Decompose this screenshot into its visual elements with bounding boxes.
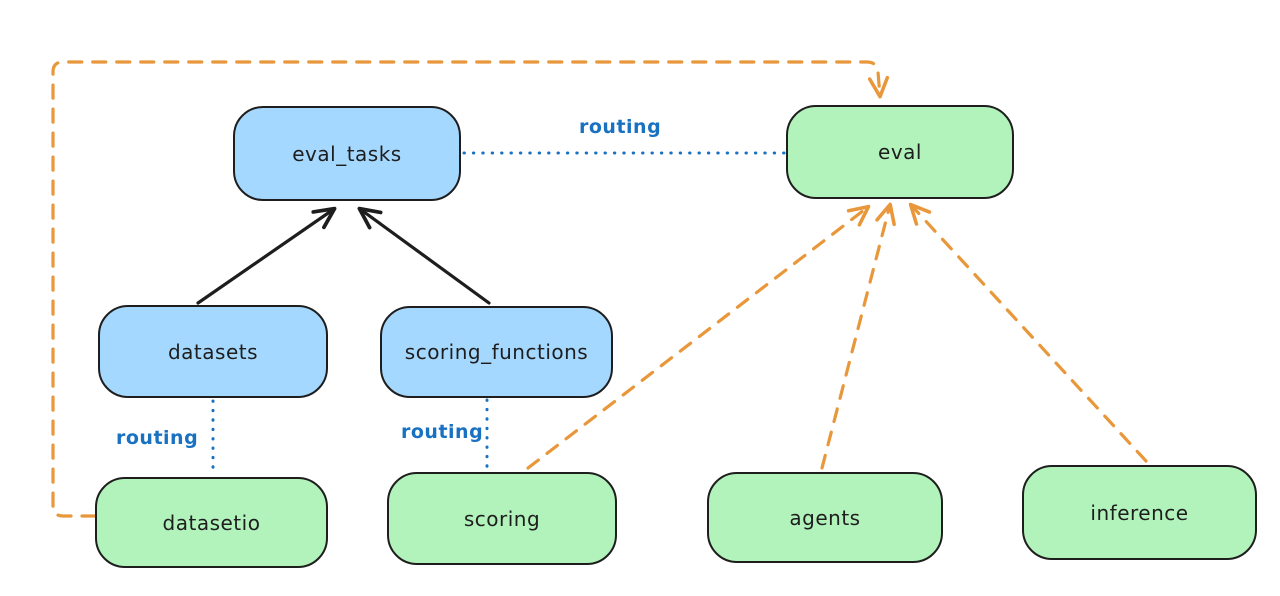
node-agents: agents	[707, 472, 943, 563]
edge-inference-to-eval-dashed-arrow	[908, 202, 1148, 463]
node-inference: inference	[1022, 465, 1257, 560]
node-agents-label: agents	[789, 505, 861, 530]
edge-scoring-to-eval-dashed-arrow	[526, 204, 871, 470]
routing-label-eval-tasks-eval: routing	[579, 116, 662, 138]
node-eval-label: eval	[878, 140, 922, 164]
node-datasetio-label: datasetio	[162, 510, 261, 535]
node-scoring-label: scoring	[463, 506, 541, 531]
node-inference-label: inference	[1090, 500, 1189, 525]
edge-datasets-to-eval-tasks-arrow	[196, 206, 337, 305]
node-datasets-label: datasets	[167, 339, 259, 364]
node-eval-tasks: eval_tasks	[233, 106, 461, 201]
node-datasets: datasets	[98, 305, 328, 398]
node-eval: eval	[786, 105, 1014, 199]
routing-label-datasets-datasetio: routing	[116, 427, 199, 449]
node-scoring-functions-label: scoring_functions	[404, 340, 589, 364]
edge-agents-to-eval-dashed-arrow	[820, 202, 896, 470]
node-eval-tasks-label: eval_tasks	[292, 141, 402, 166]
node-scoring: scoring	[387, 472, 617, 565]
routing-label-scoring-functions-scoring: routing	[401, 421, 484, 443]
edge-datasetio-to-eval-dashed-arrow	[51, 60, 890, 518]
node-scoring-functions: scoring_functions	[380, 306, 613, 398]
edge-scoring-functions-to-eval-tasks-arrow	[357, 206, 491, 305]
node-datasetio: datasetio	[95, 477, 328, 568]
